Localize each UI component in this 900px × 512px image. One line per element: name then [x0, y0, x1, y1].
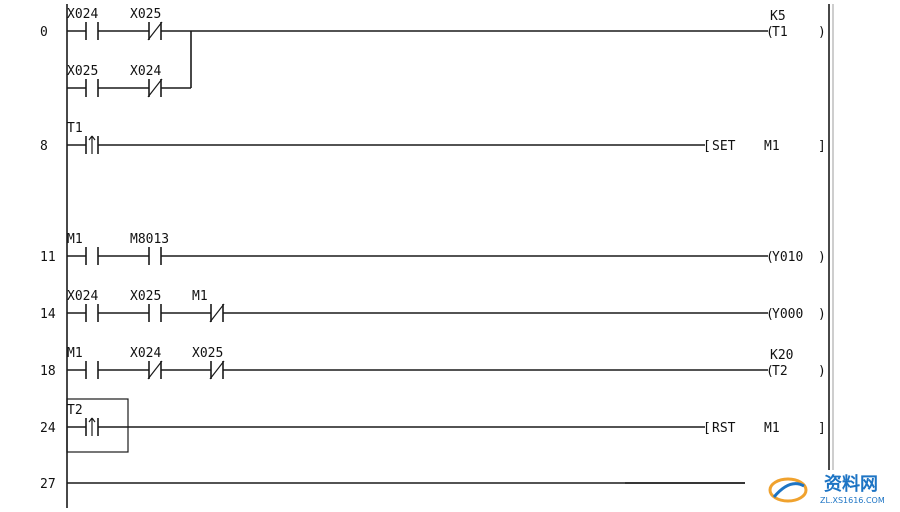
contact-label: M1: [67, 232, 83, 247]
contact-label: X024: [130, 346, 161, 361]
instruction-bracket-right: ]: [818, 421, 826, 436]
coil-parameter: K20: [770, 348, 793, 363]
watermark-subtext: ZL.XS1616.COM: [820, 496, 885, 505]
coil-parameter: K5: [770, 9, 786, 24]
contact-nc-slash: [209, 360, 225, 380]
step-number: 18: [40, 364, 56, 379]
watermark-text: 资料网: [824, 473, 878, 495]
contact-label: X025: [192, 346, 223, 361]
contact-label: X024: [67, 7, 98, 22]
coil-paren-left: (: [766, 364, 774, 379]
coil-name: T1: [772, 25, 788, 40]
contact-pulse-arrow-head: [91, 417, 96, 423]
instruction-operand: M1: [764, 421, 780, 436]
coil-paren-right: ): [818, 364, 826, 379]
contact-label: X025: [67, 64, 98, 79]
contact-label: T1: [67, 121, 83, 136]
instruction-name: RST: [712, 421, 736, 436]
contact-label: T2: [67, 403, 83, 418]
contact-label: X024: [130, 64, 161, 79]
contact-label: X025: [130, 7, 161, 22]
contact-nc-slash: [147, 78, 163, 98]
contact-nc-slash: [147, 360, 163, 380]
contact-label: X025: [130, 289, 161, 304]
instruction-operand: M1: [764, 139, 780, 154]
contact-nc-slash: [147, 21, 163, 41]
step-number: 14: [40, 307, 56, 322]
coil-paren-right: ): [818, 250, 826, 265]
contact-nc-slash: [209, 303, 225, 323]
contact-label: X024: [67, 289, 98, 304]
coil-paren-left: (: [766, 307, 774, 322]
step-number: 8: [40, 139, 48, 154]
watermark-swirl-icon: [768, 477, 808, 503]
instruction-bracket-left: [: [703, 139, 711, 154]
contact-pulse-arrow-head: [88, 417, 93, 423]
instruction-name: SET: [712, 139, 736, 154]
coil-name: Y000: [772, 307, 803, 322]
watermark-logo: 资料网 ZL.XS1616.COM: [768, 473, 885, 505]
contact-pulse-arrow-head: [91, 135, 96, 141]
coil-name: Y010: [772, 250, 803, 265]
contact-label: M1: [192, 289, 208, 304]
step-number: 0: [40, 25, 48, 40]
instruction-bracket-right: ]: [818, 139, 826, 154]
contact-label: M1: [67, 346, 83, 361]
step-number: 24: [40, 421, 56, 436]
step-number: 27: [40, 477, 56, 492]
instruction-bracket-left: [: [703, 421, 711, 436]
coil-name: T2: [772, 364, 788, 379]
highlight-box: [66, 398, 129, 453]
coil-paren-right: ): [818, 307, 826, 322]
coil-paren-left: (: [766, 25, 774, 40]
contact-pulse-arrow-head: [88, 135, 93, 141]
coil-paren-right: ): [818, 25, 826, 40]
coil-paren-left: (: [766, 250, 774, 265]
contact-label: M8013: [130, 232, 169, 247]
step-number: 11: [40, 250, 56, 265]
